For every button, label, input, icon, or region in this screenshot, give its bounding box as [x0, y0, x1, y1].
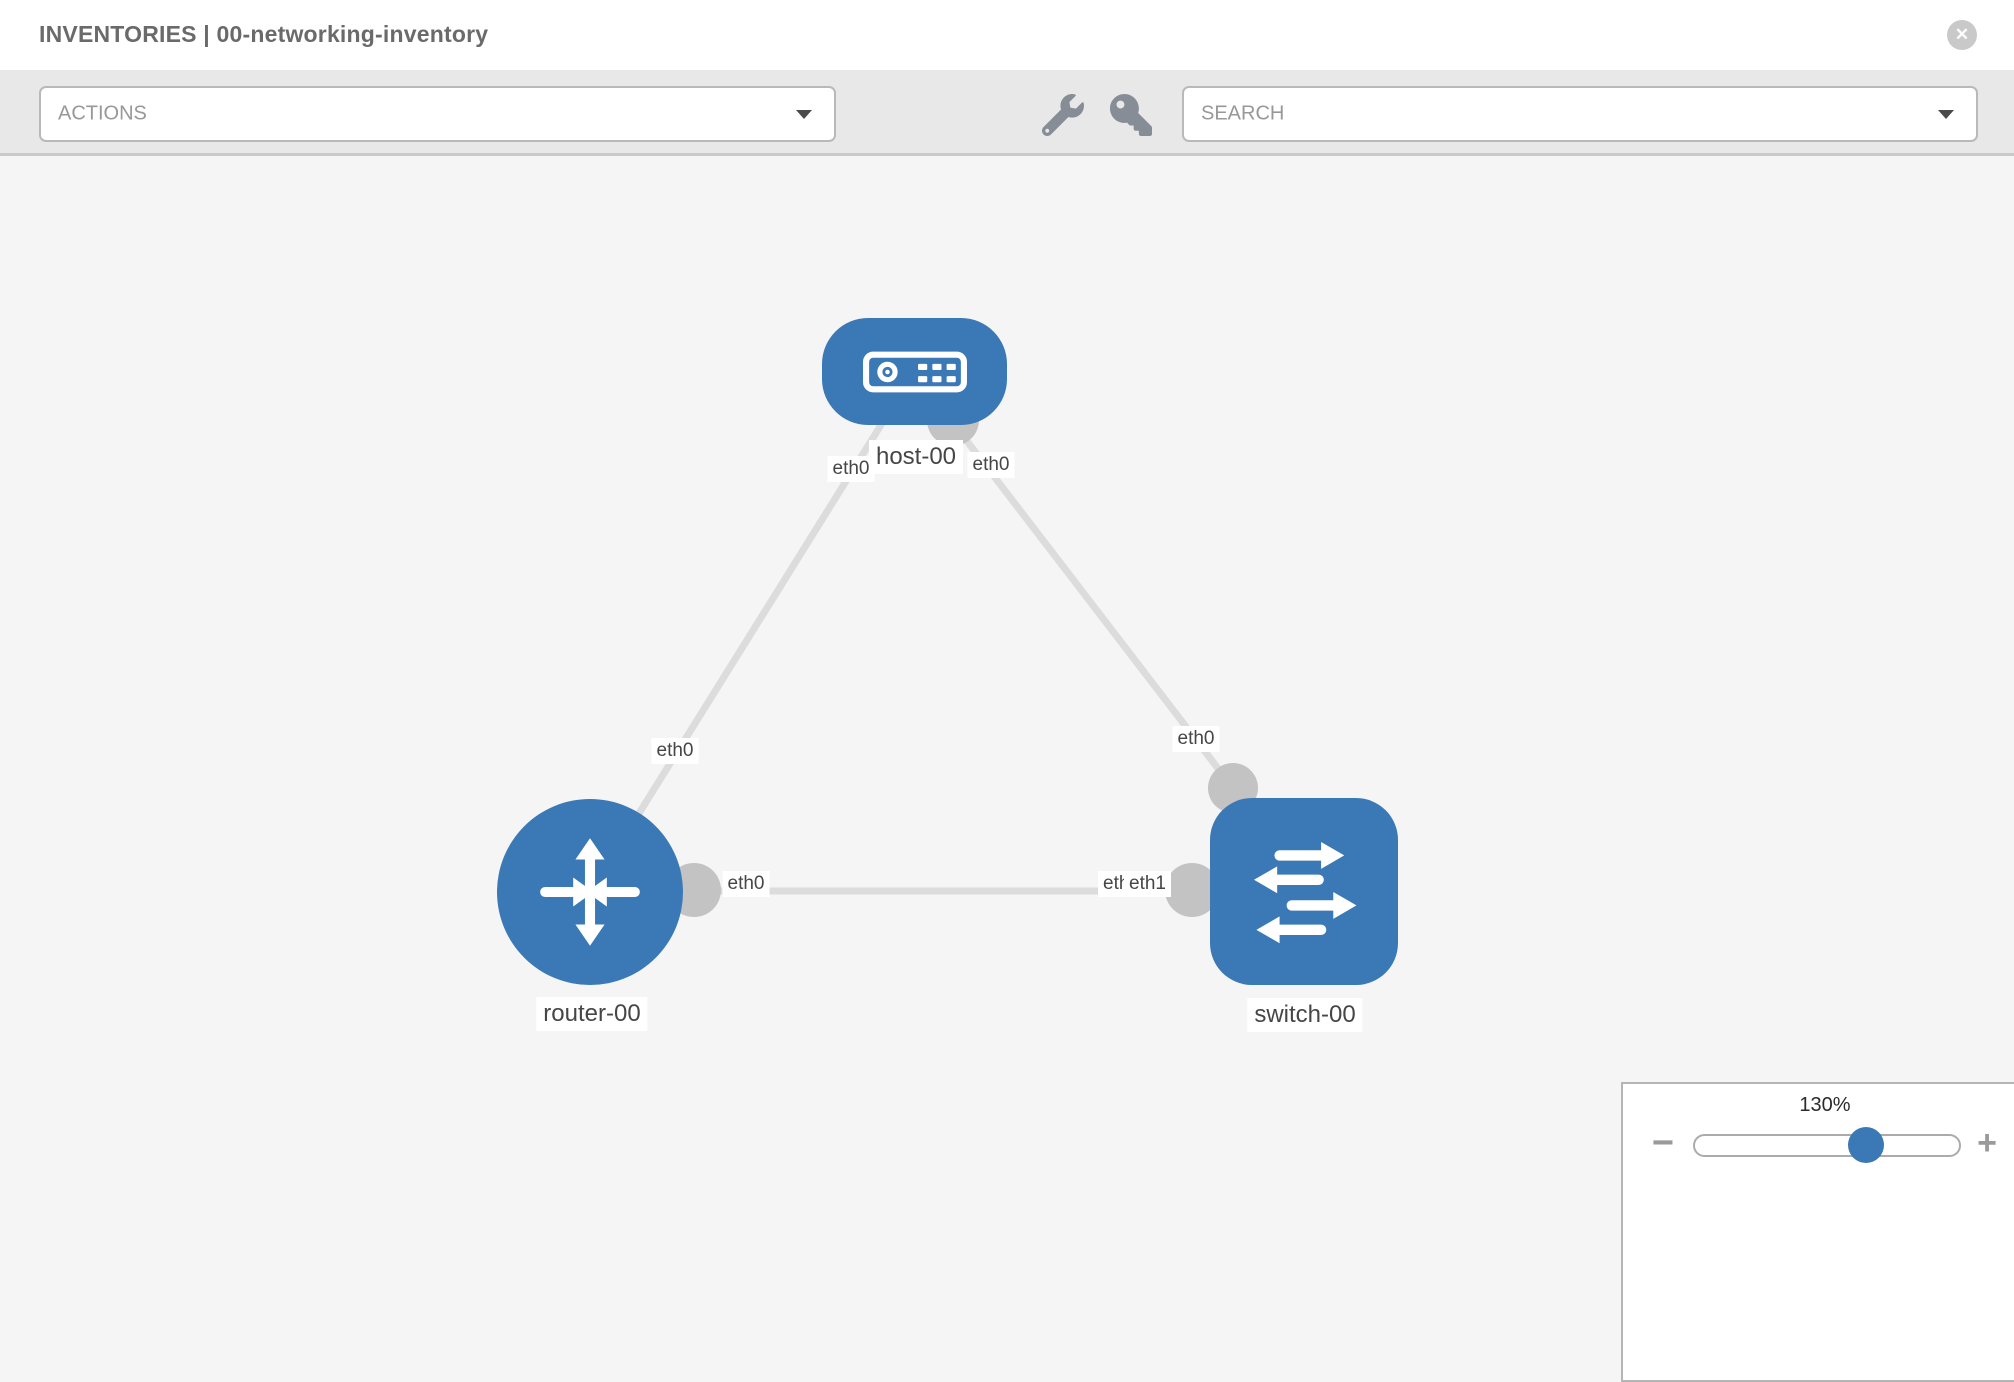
zoom-out-button[interactable]: −	[1651, 1121, 1675, 1164]
page-title: INVENTORIES | 00-networking-inventory	[39, 21, 489, 47]
iface-label-host-eth0-left: eth0	[827, 456, 875, 482]
switch-icon	[1253, 841, 1357, 943]
header-bar: INVENTORIES | 00-networking-inventory ✕	[0, 0, 2014, 70]
iface-label-host-eth0-right: eth0	[967, 452, 1015, 478]
search-dropdown-label: SEARCH	[1201, 102, 1285, 125]
close-icon: ✕	[1954, 25, 1970, 44]
iface-label-switch-eth1-left: eth1	[1124, 871, 1171, 897]
zoom-in-button[interactable]: +	[1977, 1123, 1997, 1162]
node-router-00[interactable]	[497, 799, 683, 985]
search-dropdown[interactable]: SEARCH	[1182, 86, 1978, 142]
zoom-slider-track[interactable]	[1693, 1134, 1961, 1157]
actions-dropdown-label: ACTIONS	[58, 102, 147, 125]
node-label-host: host-00	[868, 440, 964, 474]
node-switch-00[interactable]	[1210, 798, 1398, 985]
wrench-icon	[1041, 94, 1084, 137]
iface-label-router-eth0-right: eth0	[722, 871, 770, 897]
zoom-percent-value: 130%	[1799, 1094, 1851, 1116]
chevron-down-icon	[1938, 110, 1954, 119]
iface-connector-switch-left	[1165, 863, 1219, 917]
key-button[interactable]	[1110, 94, 1152, 136]
actions-dropdown[interactable]: ACTIONS	[39, 86, 836, 142]
host-icon	[862, 351, 967, 392]
key-icon	[1110, 94, 1152, 136]
iface-label-switch-overlapped: eth0 eth1	[1098, 871, 1171, 897]
topology-canvas[interactable]: host-00 router-00 switch-00 eth0 eth0 et…	[0, 156, 2014, 1382]
iface-label-router-eth0: eth0	[651, 738, 699, 764]
close-button[interactable]: ✕	[1947, 20, 1977, 50]
topology-edges-layer	[587, 369, 1304, 917]
node-label-router: router-00	[536, 997, 648, 1031]
node-host-00[interactable]	[822, 318, 1007, 425]
node-label-switch: switch-00	[1247, 998, 1363, 1032]
router-icon	[540, 838, 640, 946]
toolbar: ACTIONS SEARCH	[0, 70, 2014, 156]
wrench-button[interactable]	[1041, 94, 1084, 137]
iface-label-switch-eth0-top: eth0	[1172, 726, 1220, 752]
zoom-slider-thumb[interactable]	[1848, 1127, 1884, 1163]
chevron-down-icon	[796, 110, 812, 119]
zoom-control-panel: 130% − +	[1621, 1082, 2014, 1382]
